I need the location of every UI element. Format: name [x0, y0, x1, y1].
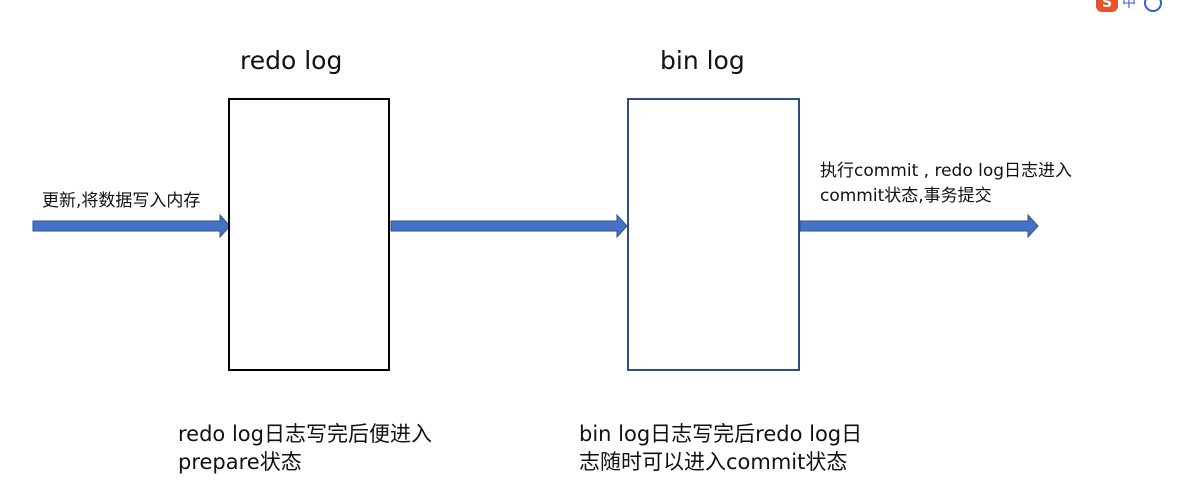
bin-note-line2: 志随时可以进入commit状态 [579, 450, 848, 474]
redo-note-line2: prepare状态 [178, 450, 302, 474]
ime-logo-icon[interactable]: S [1096, 0, 1118, 12]
commit-arrow [799, 213, 1039, 239]
bin-log-box [627, 98, 800, 371]
emoji-icon[interactable] [1144, 0, 1162, 12]
ime-mode-indicator[interactable]: 中 [1122, 0, 1136, 11]
commit-label-line1: 执行commit , redo log日志进入 [820, 161, 1073, 181]
input-label: 更新,将数据写入内存 [42, 191, 201, 211]
redo-to-bin-arrow [390, 213, 628, 239]
input-arrow [32, 213, 231, 239]
redo-note-line1: redo log日志写完后便进入 [178, 422, 432, 446]
redo-log-title: redo log [240, 46, 343, 75]
redo-log-box [228, 98, 390, 371]
commit-label-line2: commit状态,事务提交 [820, 186, 992, 206]
bin-log-title: bin log [660, 46, 745, 75]
bin-note-line1: bin log日志写完后redo log日 [579, 422, 863, 446]
